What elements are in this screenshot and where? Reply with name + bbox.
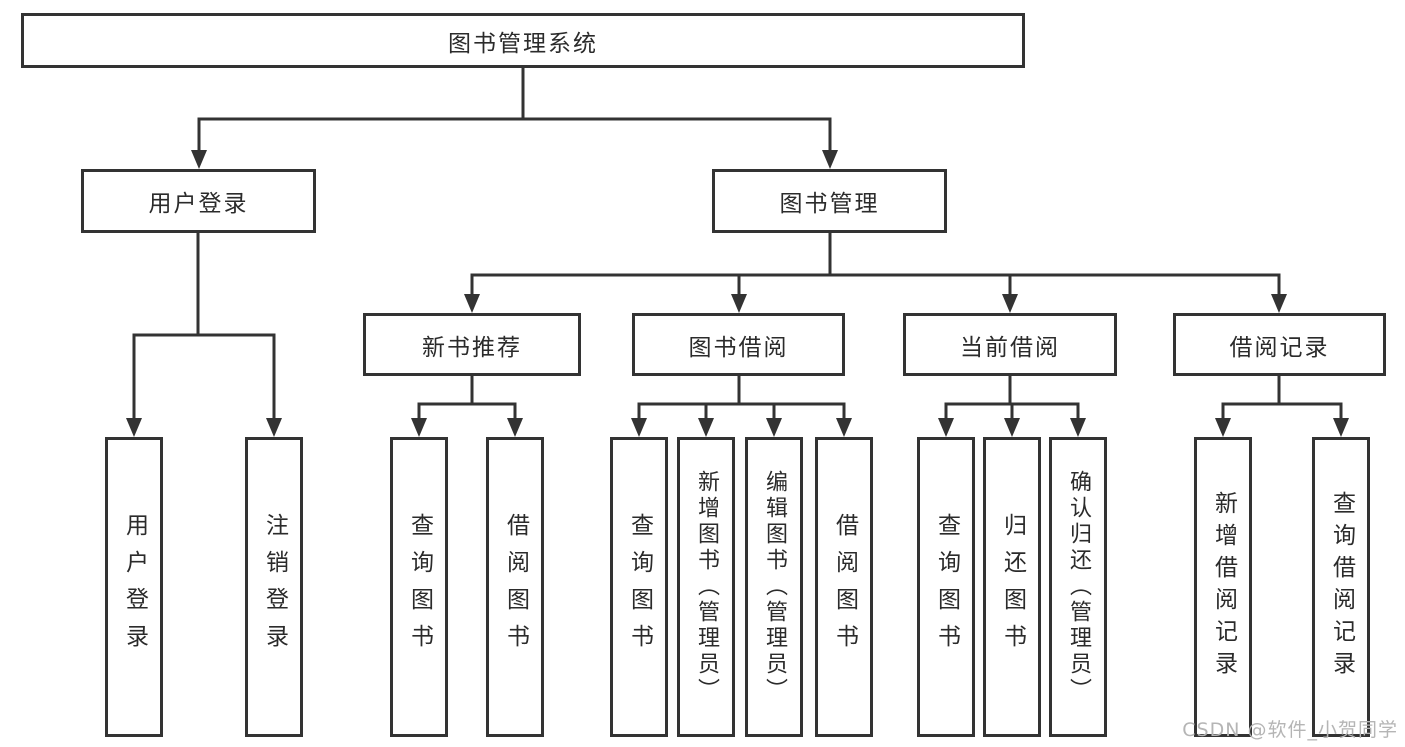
leaf-add-book-admin: 新增图书（管理员） (677, 437, 735, 737)
leaf-return-book: 归还图书 (983, 437, 1041, 737)
node-user-login-label: 用户登录 (148, 191, 249, 217)
watermark-text: CSDN @软件_小贺同学 (1182, 719, 1398, 741)
leaf-logout: 注销登录 (245, 437, 303, 737)
leaf-query-book-2: 查询图书 (610, 437, 668, 737)
leaf-borrow-book-1-label: 借阅图书 (502, 513, 529, 661)
leaf-query-book-1: 查询图书 (390, 437, 448, 737)
leaf-add-book-admin-label: 新增图书（管理员） (694, 470, 719, 704)
node-user-login: 用户登录 (81, 169, 316, 233)
node-book-borrowing: 图书借阅 (632, 313, 845, 376)
leaf-query-book-3-label: 查询图书 (933, 513, 960, 661)
node-book-management: 图书管理 (712, 169, 947, 233)
node-current-borrowing: 当前借阅 (903, 313, 1117, 376)
leaf-query-book-1-label: 查询图书 (406, 513, 433, 661)
node-borrowing-records: 借阅记录 (1173, 313, 1386, 376)
node-root: 图书管理系统 (21, 13, 1025, 68)
node-new-book-recommendation: 新书推荐 (363, 313, 581, 376)
leaf-user-login-label: 用户登录 (121, 513, 148, 661)
node-book-management-label: 图书管理 (779, 191, 880, 217)
leaf-borrow-book-2-label: 借阅图书 (831, 513, 858, 661)
leaf-borrow-book-1: 借阅图书 (486, 437, 544, 737)
leaf-return-book-label: 归还图书 (999, 513, 1026, 661)
leaf-confirm-return-admin: 确认归还（管理员） (1049, 437, 1107, 737)
leaf-edit-book-admin: 编辑图书（管理员） (745, 437, 803, 737)
leaf-user-login: 用户登录 (105, 437, 163, 737)
leaf-logout-label: 注销登录 (261, 513, 288, 661)
leaf-confirm-return-admin-label: 确认归还（管理员） (1066, 470, 1091, 704)
leaf-borrow-book-2: 借阅图书 (815, 437, 873, 737)
leaf-query-borrow-record: 查询借阅记录 (1312, 437, 1370, 737)
leaf-add-borrow-record-label: 新增借阅记录 (1210, 491, 1237, 683)
node-root-label: 图书管理系统 (448, 30, 598, 57)
leaf-add-borrow-record: 新增借阅记录 (1194, 437, 1252, 737)
node-new-book-recommendation-label: 新书推荐 (422, 334, 522, 361)
node-book-borrowing-label: 图书借阅 (688, 334, 789, 361)
node-current-borrowing-label: 当前借阅 (960, 334, 1060, 361)
leaf-edit-book-admin-label: 编辑图书（管理员） (762, 470, 787, 704)
leaf-query-book-2-label: 查询图书 (626, 513, 653, 661)
leaf-query-book-3: 查询图书 (917, 437, 975, 737)
leaf-query-borrow-record-label: 查询借阅记录 (1328, 491, 1355, 683)
node-borrowing-records-label: 借阅记录 (1229, 334, 1330, 361)
